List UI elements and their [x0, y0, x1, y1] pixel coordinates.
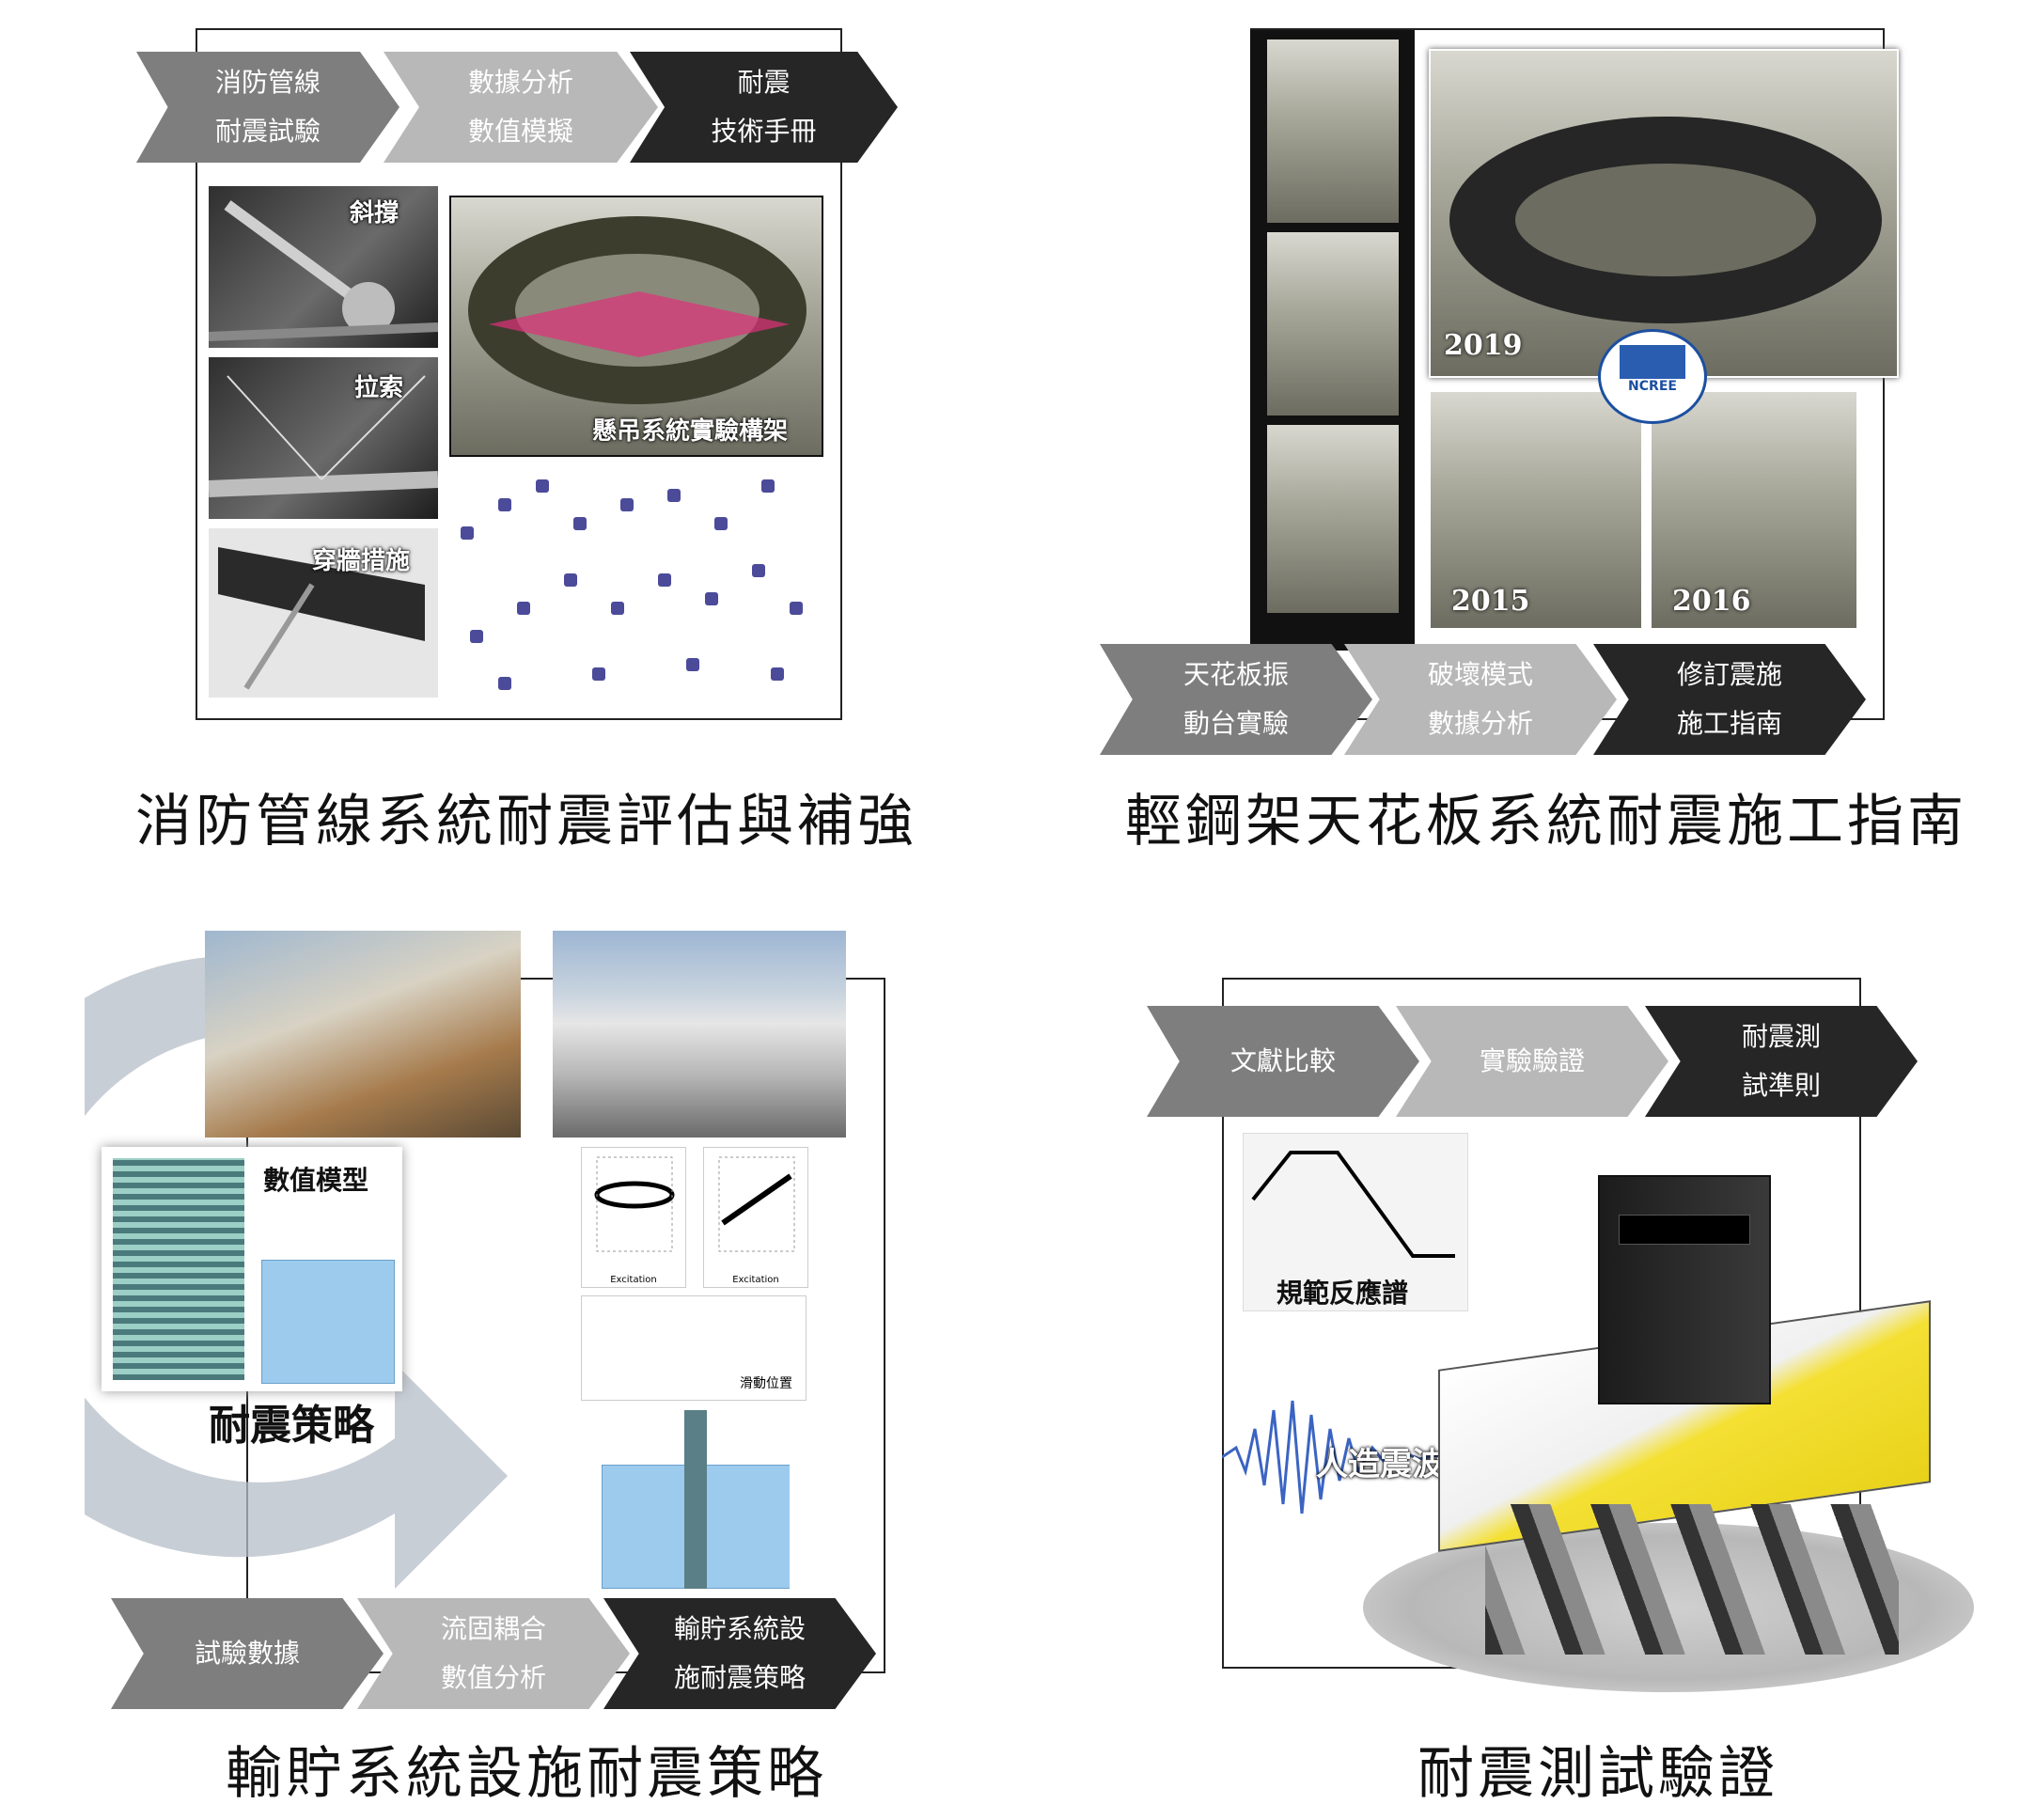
tl-step-1-line1: 消防管線	[214, 67, 321, 98]
tr-step-2-line2: 數據分析	[1427, 708, 1533, 739]
ncree-logo-text: NCREE	[1628, 379, 1677, 394]
br-step-3-line1: 耐震測	[1741, 1021, 1821, 1052]
frame-photo: 懸吊系統實驗構架	[449, 196, 823, 457]
br-step-2: 實驗驗證	[1396, 1006, 1668, 1117]
bl-title: 輸貯系統設施耐震策略	[226, 1741, 827, 1807]
bl-step-3-line1: 輸貯系統設	[673, 1613, 806, 1644]
br-step-2-line1: 實驗驗證	[1479, 1045, 1585, 1076]
frame-2019-illustration	[1449, 117, 1882, 323]
tl-title: 消防管線系統耐震評估與補強	[135, 789, 917, 855]
wall-label: 穿牆措施	[312, 547, 411, 575]
year-2016: 2016	[1672, 585, 1751, 618]
wall-photo: 穿牆措施	[209, 528, 438, 698]
tl-step-2-line2: 數值模擬	[467, 116, 573, 147]
tl-step-1: 消防管線耐震試驗	[136, 52, 399, 163]
ncree-logo: NCREE	[1598, 329, 1707, 424]
shake-table-actuators	[1485, 1504, 1899, 1655]
wall-illustration	[209, 528, 438, 698]
mesh-tank-model	[113, 1158, 244, 1380]
tr-step-2: 破壞模式數據分析	[1344, 644, 1617, 755]
tr-step-1-line2: 動台實驗	[1182, 708, 1289, 739]
photo-2015: 2015	[1429, 390, 1643, 630]
bl-step-3: 輸貯系統設施耐震策略	[603, 1598, 876, 1709]
bl-step-2-line1: 流固耦合	[440, 1613, 546, 1644]
tr-step-3: 修訂震施施工指南	[1593, 644, 1866, 755]
tr-step-3-line2: 施工指南	[1676, 708, 1782, 739]
sliding-diagram: 滑動位置	[581, 1295, 807, 1401]
artificial-wave	[1222, 1400, 1467, 1514]
film-frame-2	[1267, 232, 1399, 416]
sliding-label: 滑動位置	[740, 1376, 792, 1391]
excitation-label-1: Excitation	[610, 1275, 657, 1285]
structure-plate	[684, 1410, 707, 1589]
tl-step-3-line2: 技術手冊	[711, 116, 817, 147]
tank-diagram-2: Excitation	[703, 1147, 808, 1288]
tank-photo	[553, 931, 846, 1138]
br-step-3-line2: 試準則	[1741, 1070, 1821, 1101]
br-step-3: 耐震測試準則	[1645, 1006, 1918, 1117]
tr-step-3-line1: 修訂震施	[1676, 659, 1782, 690]
tr-step-2-line1: 破壞模式	[1427, 659, 1533, 690]
spectrum-label: 規範反應譜	[1276, 1278, 1409, 1309]
brace-photo: 斜撐	[209, 186, 438, 348]
cable-label: 拉索	[354, 374, 404, 402]
wave-label: 人造震波	[1316, 1446, 1444, 1483]
br-title: 耐震測試驗證	[1417, 1741, 1778, 1807]
strategy-arrow	[85, 955, 508, 1589]
tr-title: 輕鋼架天花板系統耐震施工指南	[1125, 789, 1967, 855]
br-step-1: 文獻比較	[1147, 1006, 1419, 1117]
tank-diagram-1-drawing	[594, 1156, 675, 1252]
cabinet-display	[1619, 1215, 1750, 1245]
fluid-structure-model	[602, 1410, 790, 1589]
bl-step-2: 流固耦合數值分析	[357, 1598, 630, 1709]
tr-step-1-line1: 天花板振	[1182, 659, 1289, 690]
fluid-block-model	[261, 1260, 395, 1384]
pipe-model-scatter	[442, 461, 827, 714]
tl-step-2-line1: 數據分析	[467, 67, 573, 98]
bl-step-3-line2: 施耐震策略	[673, 1662, 806, 1693]
tl-step-1-line2: 耐震試驗	[214, 116, 321, 147]
cabinet-specimen	[1598, 1175, 1771, 1404]
tr-step-1: 天花板振動台實驗	[1100, 644, 1372, 755]
photo-2016: 2016	[1650, 390, 1858, 630]
photo-2019: 2019	[1429, 49, 1899, 378]
frame-label: 懸吊系統實驗構架	[592, 417, 789, 446]
bl-step-1-line1: 試驗數據	[194, 1638, 300, 1669]
damaged-tank-photo	[205, 931, 521, 1138]
spectrum-curve	[1251, 1151, 1455, 1258]
year-2019: 2019	[1444, 329, 1523, 362]
spectrum-panel: 規範反應譜	[1243, 1133, 1468, 1311]
numerical-model-panel: 數值模型	[102, 1147, 402, 1391]
film-frame-3	[1267, 425, 1399, 613]
tl-step-3-line1: 耐震	[737, 67, 791, 98]
tank-diagram-2-drawing	[718, 1156, 795, 1252]
year-2015: 2015	[1451, 585, 1530, 618]
strategy-label: 耐震策略	[209, 1402, 374, 1450]
tl-step-2: 數據分析數值模擬	[384, 52, 658, 163]
brace-label: 斜撐	[350, 199, 399, 228]
film-frame-1	[1267, 39, 1399, 223]
bl-step-2-line2: 數值分析	[440, 1662, 546, 1693]
tl-step-3: 耐震技術手冊	[630, 52, 898, 163]
bl-step-1: 試驗數據	[111, 1598, 384, 1709]
ncree-wave-icon	[1620, 345, 1685, 379]
cable-photo: 拉索	[209, 357, 438, 519]
cable-illustration	[209, 375, 438, 497]
numerical-model-label: 數值模型	[263, 1165, 369, 1196]
br-step-1-line1: 文獻比較	[1229, 1045, 1336, 1076]
tank-diagram-1: Excitation	[581, 1147, 686, 1288]
brace-illustration	[209, 200, 438, 341]
frame-illustration	[468, 216, 807, 404]
film-strip	[1250, 30, 1415, 651]
excitation-label-2: Excitation	[732, 1275, 779, 1285]
